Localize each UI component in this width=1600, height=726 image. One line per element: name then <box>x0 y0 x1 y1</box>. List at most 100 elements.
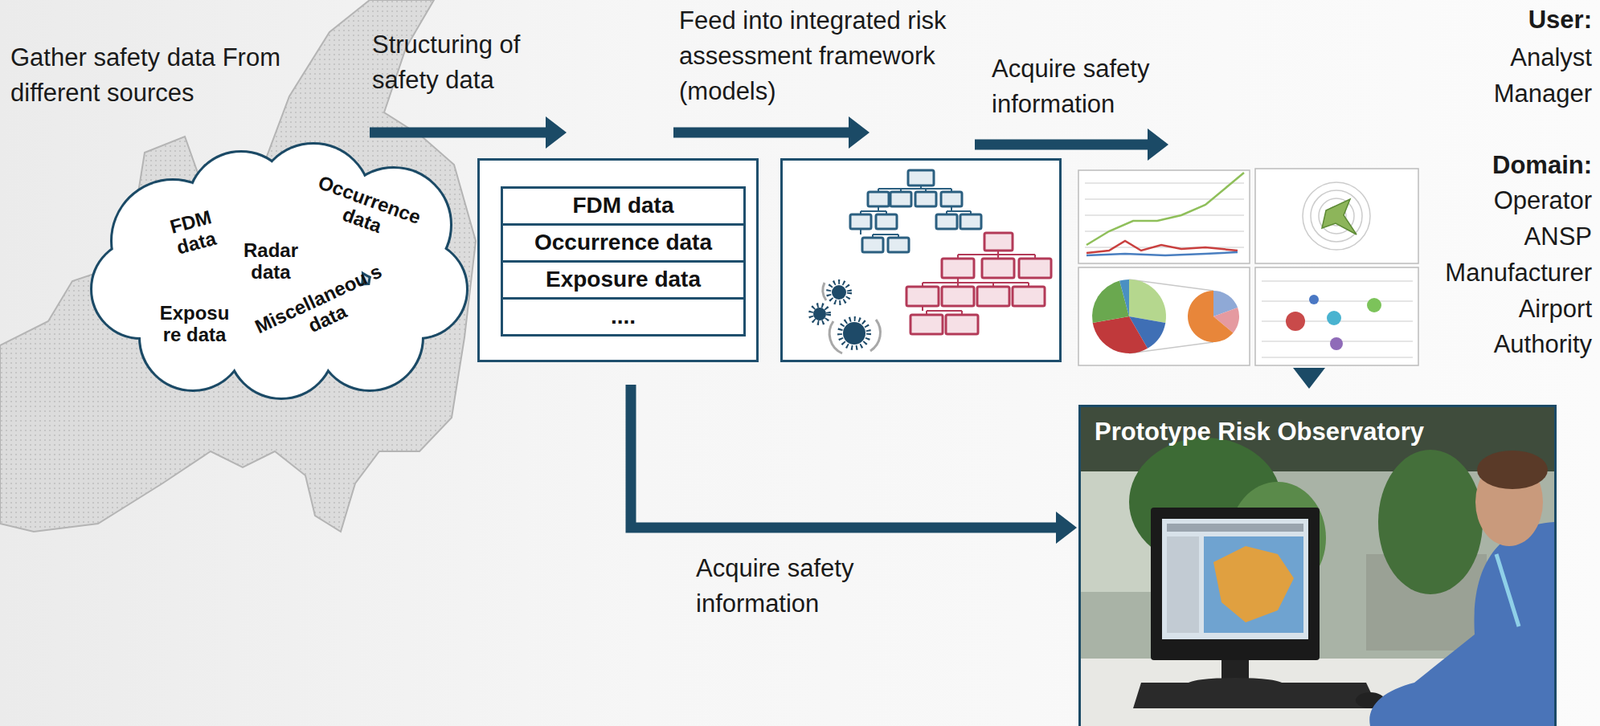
chart-thumbnails <box>1078 267 1250 366</box>
model-illustration <box>887 237 909 253</box>
model-illustration <box>860 185 971 238</box>
flow-arrow <box>630 384 1077 545</box>
office-photo <box>1213 546 1294 623</box>
office-photo <box>1166 536 1199 634</box>
arrow-shaft <box>369 127 546 139</box>
cloud-fill <box>92 144 467 398</box>
chart-thumbnails <box>1310 190 1363 242</box>
model-illustration <box>867 192 889 207</box>
model-illustration <box>875 214 897 230</box>
model-illustration <box>941 286 974 307</box>
chart-thumbnails <box>1086 241 1238 254</box>
model-illustration <box>941 192 962 207</box>
chart-thumbnails <box>1092 316 1148 354</box>
node-text: Prototype Risk Observatory <box>1094 417 1425 447</box>
chart-thumbnails <box>1309 294 1319 305</box>
model-illustration <box>780 158 1062 363</box>
model-illustration <box>941 258 974 279</box>
model-illustration <box>982 258 1015 279</box>
office-photo <box>1133 683 1379 709</box>
model-illustration <box>842 322 866 345</box>
table-row: FDM data <box>500 186 746 226</box>
arrow-head <box>1147 128 1169 161</box>
arrow-head <box>545 116 567 149</box>
node-text: Radar data <box>233 240 308 284</box>
chart-thumbnails <box>1119 279 1130 317</box>
model-illustration <box>984 233 1013 251</box>
model-illustration <box>780 158 1062 363</box>
node-text: FDM data <box>572 193 675 219</box>
model-illustration <box>936 214 958 230</box>
model-illustration <box>945 315 979 335</box>
node-text: Exposu re data <box>149 302 240 347</box>
office-photo <box>1162 519 1309 640</box>
chart-thumbnails <box>1086 172 1244 246</box>
office-photo <box>1080 407 1555 726</box>
model-illustration <box>977 286 1010 307</box>
office-photo <box>1496 554 1519 627</box>
model-illustration <box>906 233 1052 335</box>
chart-panel <box>1078 167 1419 368</box>
office-photo <box>1477 450 1548 490</box>
arrow-head <box>848 116 870 149</box>
model-illustration <box>1012 286 1045 307</box>
model-illustration <box>813 307 827 321</box>
cloud-shape: FDM dataRadar dataOccurrence dataExposu … <box>88 140 471 402</box>
flow-arrow <box>673 116 870 149</box>
model-box <box>780 158 1062 363</box>
chart-thumbnails <box>1078 170 1250 264</box>
model-illustration <box>910 315 943 335</box>
model-illustration <box>831 285 847 300</box>
legend-term: Domain: <box>1492 147 1592 184</box>
arrow-head <box>1293 368 1326 389</box>
edge-label: Feed into integrated risk assessment fra… <box>679 3 957 110</box>
model-illustration <box>908 170 934 186</box>
office-photo <box>1166 523 1304 532</box>
legend-term: Analyst <box>1509 40 1592 76</box>
chart-thumbnails <box>1129 279 1167 324</box>
chart-thumbnails <box>1187 290 1233 343</box>
flow-arrow <box>974 128 1169 161</box>
model-illustration <box>810 282 869 348</box>
model-illustration <box>828 282 850 303</box>
edge-label: Structuring of safety data <box>372 27 573 99</box>
legend-term: ANSP <box>1524 219 1592 255</box>
node-text: Exposure data <box>545 267 701 293</box>
model-illustration <box>960 214 982 230</box>
legend-term: Manager <box>1493 76 1592 112</box>
model-illustration <box>822 282 827 301</box>
chart-thumbnails <box>1366 298 1382 313</box>
chart-thumbnails <box>1329 337 1343 351</box>
model-illustration <box>915 192 937 207</box>
table-row: Exposure data <box>500 260 746 300</box>
model-illustration <box>1018 258 1052 279</box>
arrow-shaft <box>630 384 1056 528</box>
table-row: Occurrence data <box>500 223 746 263</box>
chart-thumbnails <box>1302 182 1371 250</box>
arrow-head <box>1055 511 1077 545</box>
legend-term: Airport <box>1518 291 1592 328</box>
office-photo <box>1080 407 1555 726</box>
model-illustration <box>813 285 866 345</box>
model-illustration <box>870 319 880 352</box>
legend-term: Authority <box>1493 327 1592 363</box>
office-photo <box>1378 450 1483 595</box>
office-photo <box>1203 536 1304 634</box>
model-illustration <box>850 170 982 253</box>
edge-label: Acquire safety information <box>991 51 1233 123</box>
model-illustration <box>862 237 884 253</box>
model-illustration <box>850 214 872 230</box>
cloud-outline <box>92 144 467 398</box>
legend-term: User: <box>1528 2 1592 38</box>
arrow-shaft <box>974 139 1148 151</box>
node-text: .... <box>610 304 636 330</box>
legend-term: Manufacturer <box>1444 255 1592 291</box>
chart-thumbnails <box>1086 252 1238 256</box>
chart-thumbnails <box>1261 281 1413 358</box>
chart-thumbnails <box>1285 311 1306 332</box>
flow-arrow <box>1293 368 1326 389</box>
flow-arrow <box>369 116 567 149</box>
chart-thumbnails <box>1321 199 1357 235</box>
photo-panel: Prototype Risk Observatory <box>1078 405 1557 726</box>
